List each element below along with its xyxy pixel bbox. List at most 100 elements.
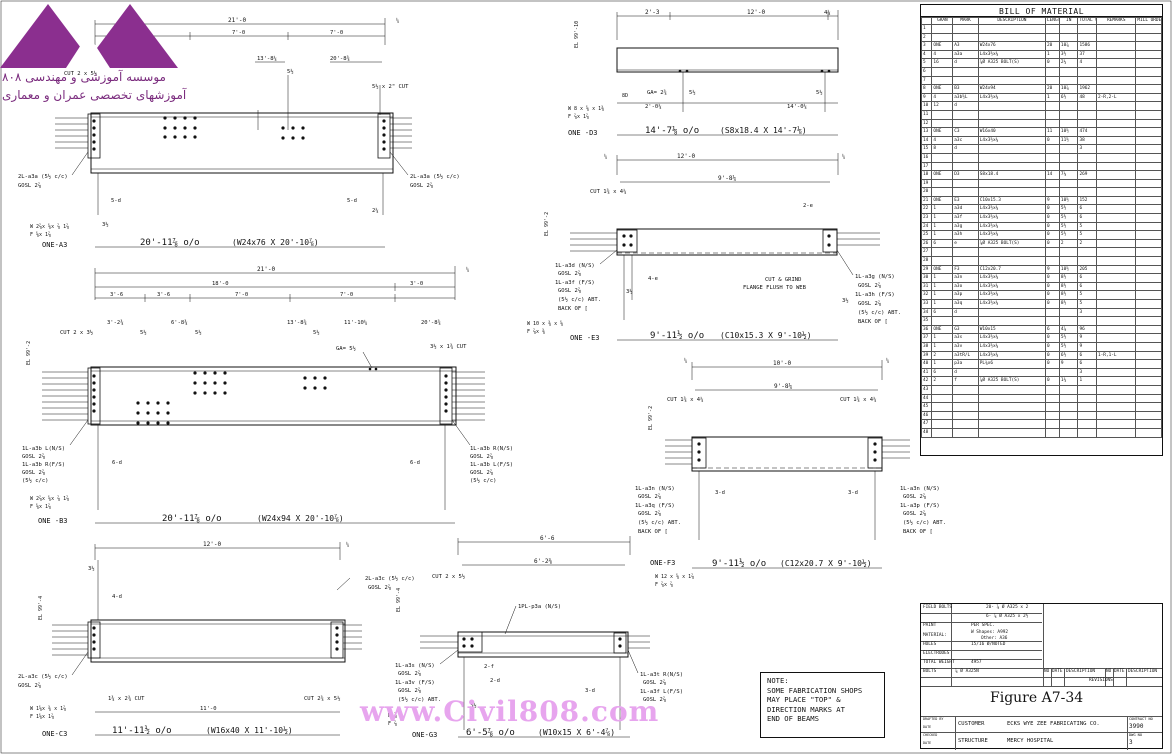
- bom-cell: [1135, 24, 1162, 34]
- bom-cell: 2-R,2-L: [1096, 92, 1137, 103]
- e3-right-2: GOSL 2⅞: [858, 282, 881, 289]
- bom-cell: 1: [931, 273, 954, 283]
- bom-header-cell: IN: [1058, 17, 1079, 25]
- d3-span-1: 2'-3: [645, 9, 660, 16]
- bom-cell: 23: [920, 213, 933, 223]
- bom-cell: 2: [931, 350, 954, 361]
- bom-cell: [1096, 221, 1137, 232]
- a3-weld: W 2⅞x ⅝x ⅞ 1⅞: [30, 223, 69, 230]
- bom-cell: [931, 32, 954, 43]
- bom-cell: [1096, 256, 1137, 266]
- c3-weld: W 1⅝x ⅜ x 1⅞: [30, 705, 66, 712]
- bom-cell: f: [952, 376, 979, 386]
- bom-cell: 46: [920, 410, 933, 421]
- bom-cell: [1135, 187, 1162, 197]
- b3-label-left-5: (5½ c/c): [22, 477, 49, 484]
- bom-cell: [1077, 256, 1098, 266]
- bom-cell: 4: [1077, 58, 1098, 68]
- bom-row: 20: [920, 187, 1162, 197]
- e3-left-5: (5½ c/c) ABT.: [558, 296, 601, 303]
- bom-cell: S8x18.4: [977, 170, 1047, 180]
- a3-flange: F ⅝x 1⅞: [30, 231, 51, 238]
- bom-cell: 14: [920, 135, 933, 146]
- bom-row: 48: [920, 427, 1162, 438]
- bom-row: 1: [920, 24, 1162, 34]
- b3-span-5: 7'-0: [235, 292, 248, 298]
- bom-cell: 6: [1077, 281, 1098, 292]
- bom-cell: ONE: [931, 41, 954, 51]
- bom-cell: [1077, 384, 1098, 395]
- tb-holes-val: 15/16 Ø/NOTED: [971, 642, 1006, 647]
- bom-header-cell: LENGTH FT: [1045, 17, 1060, 25]
- bom-cell: 0: [1045, 359, 1060, 369]
- g3-left-4: GOSL 2⅞: [398, 687, 421, 694]
- d3-length: 14'-7⅛ o/o: [645, 126, 699, 136]
- bom-cell: [977, 247, 1047, 258]
- tb-contract-label: CONTRACT NO: [1129, 717, 1153, 721]
- bom-cell: [952, 161, 979, 172]
- bom-cell: [977, 118, 1047, 129]
- bom-cell: a3v: [952, 341, 979, 352]
- tb-rev-no-2: NO: [1106, 669, 1112, 674]
- bom-cell: [1045, 187, 1060, 197]
- bom-cell: ⅞Ø A325 BOLT(S): [977, 238, 1047, 249]
- bom-cell: 29: [920, 264, 933, 275]
- bom-cell: [1077, 109, 1098, 120]
- a3-dim-4: 5½ x 2" CUT: [372, 83, 409, 90]
- e3-cut-note-1: CUT & GRIND: [765, 277, 801, 283]
- bom-cell: 0: [1045, 341, 1060, 352]
- tb-dwg: 3: [1129, 739, 1133, 746]
- bom-cell: 6½: [1058, 350, 1079, 361]
- bom-cell: d: [952, 144, 979, 154]
- bom-cell: [1077, 24, 1098, 34]
- tb-customer-label: CUSTOMER: [958, 721, 985, 727]
- bom-cell: [1096, 247, 1137, 258]
- e3-dim-3b: 3½: [842, 297, 849, 304]
- bom-cell: 1586: [1077, 41, 1098, 51]
- e3-left-4: GOSL 2⅞: [558, 287, 581, 294]
- bom-cell: [1096, 427, 1137, 438]
- b3-label-right-4: GOSL 2⅞: [470, 469, 493, 476]
- bom-cell: [1058, 161, 1079, 172]
- bom-cell: [1058, 152, 1079, 163]
- b3-label-right-1: 1L-a3b R(N/S): [470, 446, 513, 452]
- bom-cell: [977, 427, 1047, 438]
- b3-span-3: 3'-6: [110, 292, 123, 298]
- bom-cell: [1135, 238, 1162, 249]
- bom-cell: 9: [1045, 264, 1060, 275]
- bom-cell: 6: [931, 238, 954, 249]
- bom-cell: [931, 410, 954, 421]
- d3-dim-5a: 5½: [689, 89, 696, 96]
- bom-cell: 37: [1077, 49, 1098, 60]
- bom-cell: [1096, 290, 1137, 300]
- bom-cell: [1135, 161, 1162, 172]
- g3-section: (W10x15 X 6'-4⅞): [538, 728, 615, 737]
- bom-cell: 8½: [1058, 273, 1079, 283]
- bom-cell: 5½: [1058, 221, 1079, 232]
- bom-cell: [1135, 221, 1162, 232]
- bom-cell: 0: [1045, 238, 1060, 249]
- bom-cell: [931, 402, 954, 412]
- tb-mat-1: W Shapes: A992: [971, 630, 1009, 635]
- bom-cell: [1096, 264, 1137, 275]
- bom-cell: [1045, 152, 1060, 163]
- bom-cell: [1096, 273, 1137, 283]
- bom-cell: [952, 109, 979, 120]
- bom-cell: a3tR/L: [952, 350, 979, 361]
- a3-length: 20'-11⅞ o/o: [140, 238, 200, 248]
- bom-cell: ONE: [931, 84, 954, 94]
- bom-cell: [1077, 410, 1098, 421]
- bom-cell: 5½: [1058, 230, 1079, 240]
- bom-cell: 1¾: [1058, 376, 1079, 386]
- bom-row: 28: [920, 256, 1162, 266]
- e3-dim-3a: 3½: [626, 288, 633, 295]
- bom-cell: 6: [1077, 213, 1098, 223]
- g3-mark: ONE-G3: [412, 731, 437, 739]
- bom-cell: [1077, 161, 1098, 172]
- bom-cell: A3: [952, 41, 979, 51]
- g3-dim-2f: 2-f: [484, 664, 494, 670]
